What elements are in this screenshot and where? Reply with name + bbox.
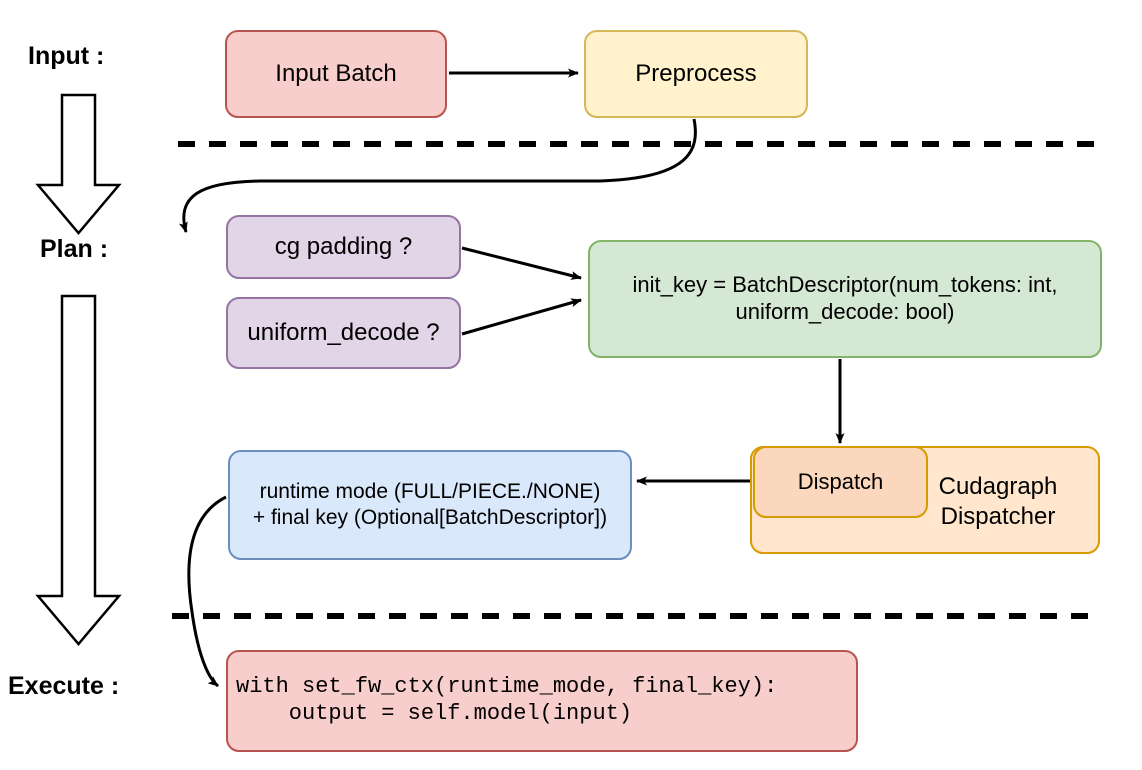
node-cg-padding[interactable]: cg padding ? — [226, 215, 461, 279]
node-uniform-decode-label: uniform_decode ? — [247, 319, 440, 347]
stage-label-execute: Execute : — [8, 672, 120, 700]
node-runtime-mode-line1: runtime mode (FULL/PIECE./NONE) — [259, 480, 601, 504]
node-dispatch[interactable]: Dispatch — [753, 446, 928, 518]
node-input-batch[interactable]: Input Batch — [225, 30, 447, 118]
node-preprocess[interactable]: Preprocess — [584, 30, 808, 118]
stage-label-plan: Plan : — [40, 235, 109, 263]
node-preprocess-label: Preprocess — [635, 60, 757, 88]
node-uniform-decode[interactable]: uniform_decode ? — [226, 297, 461, 369]
stage-arrow-plan-to-execute — [35, 294, 122, 646]
node-init-key-line2: uniform_decode: bool) — [735, 299, 955, 324]
node-runtime-mode-line2: + final key (Optional[BatchDescriptor]) — [252, 506, 608, 529]
node-execute-code-line2: output = self.model(input) — [236, 701, 633, 726]
node-execute-code[interactable]: with set_fw_ctx(runtime_mode, final_key)… — [226, 650, 858, 752]
node-runtime-mode[interactable]: runtime mode (FULL/PIECE./NONE) + final … — [228, 450, 632, 560]
stage-label-input: Input : — [28, 42, 105, 70]
edge-runtime-mode-to-execute-code — [187, 495, 227, 688]
node-dispatch-label: Dispatch — [797, 468, 884, 494]
node-cg-padding-label: cg padding ? — [274, 233, 413, 261]
node-cudagraph-dispatcher-label: Cudagraph Dispatcher — [938, 473, 1058, 530]
edge-uniform-decode-to-init-key — [461, 298, 582, 336]
node-init-key[interactable]: init_key = BatchDescriptor(num_tokens: i… — [588, 240, 1102, 358]
node-execute-code-line1: with set_fw_ctx(runtime_mode, final_key)… — [236, 674, 778, 700]
node-input-batch-label: Input Batch — [275, 60, 397, 88]
stage-arrow-input-to-plan — [35, 93, 122, 235]
edge-cg-padding-to-init-key — [461, 246, 582, 280]
node-init-key-line1: init_key = BatchDescriptor(num_tokens: i… — [632, 272, 1058, 298]
